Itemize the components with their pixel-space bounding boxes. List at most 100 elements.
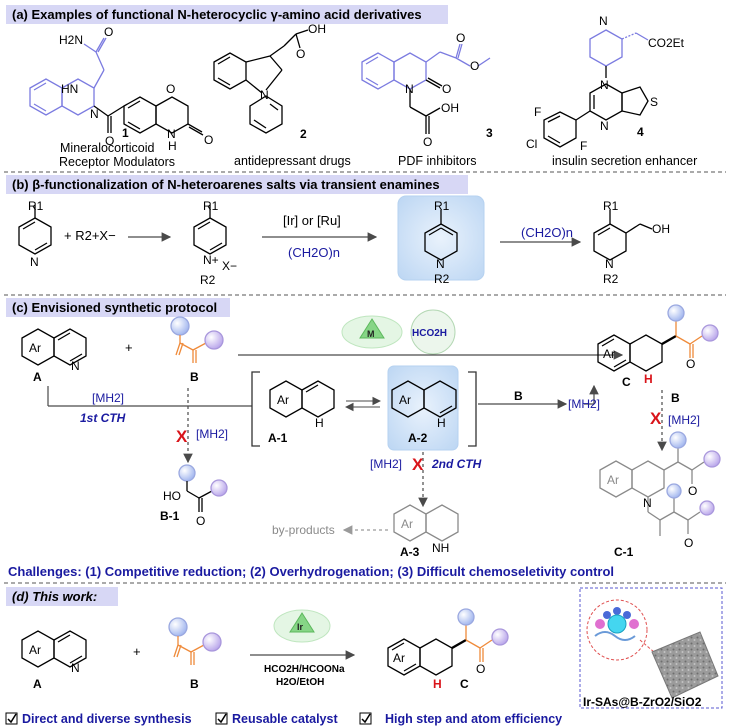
panel-c-c-ar: Ar bbox=[603, 347, 615, 361]
footer-item-2: Reusable catalyst bbox=[232, 712, 338, 726]
panel-c-c1-o2: O bbox=[684, 536, 693, 550]
panel-c-metal: M bbox=[367, 329, 375, 339]
panel-c-label-a3: A-3 bbox=[400, 545, 420, 559]
panel-b-label-r2: R2 bbox=[200, 273, 216, 287]
panel-c-label-c1: C-1 bbox=[614, 545, 634, 559]
panel-a-title: (a) Examples of functional N-heterocycli… bbox=[12, 7, 422, 22]
panel-d-catalyst-name: Ir-SAs@B-ZrO2/SiO2 bbox=[583, 695, 702, 709]
panel-c-mh2-4: [MH2] bbox=[568, 397, 600, 411]
panel-c-label-b1: B-1 bbox=[160, 509, 180, 523]
panel-c-a-ar: Ar bbox=[29, 341, 41, 355]
panel-d-catalyst-icon: Ir bbox=[273, 609, 331, 643]
panel-c-b1 bbox=[178, 464, 228, 512]
panel-b-header-bg bbox=[6, 175, 468, 194]
compound-4-atom-n: N bbox=[599, 14, 608, 28]
panel-b-label-r2-3: R2 bbox=[603, 272, 619, 286]
panel-c-label-a1: A-1 bbox=[268, 431, 288, 445]
panel-b-enamine-structure bbox=[424, 210, 458, 261]
panel-d-ketoester-b bbox=[168, 617, 222, 665]
compound-3-atom-oh: OH bbox=[441, 101, 459, 115]
check-icon bbox=[361, 713, 371, 724]
compound-3-atom-o: O bbox=[456, 31, 465, 45]
compound-3-structure bbox=[361, 43, 491, 134]
panel-c-a3-nh: NH bbox=[432, 541, 449, 555]
panel-c-c1-o: O bbox=[688, 484, 697, 498]
panel-c-h-source: HCO2H bbox=[412, 328, 447, 339]
panel-d-a-ar: Ar bbox=[29, 643, 41, 657]
panel-c-c-nh: H bbox=[644, 372, 653, 386]
compound-1-atom-o3: O bbox=[204, 133, 213, 147]
panel-d-title: (d) This work: bbox=[12, 589, 97, 604]
panel-d-product-c bbox=[387, 608, 509, 676]
checkbox-icon bbox=[5, 712, 18, 725]
panel-b-label-r1-3: R1 bbox=[434, 199, 450, 213]
panel-d-conditions-2: H2O/EtOH bbox=[276, 677, 324, 688]
panel-a: (a) Examples of functional N-heterocycli… bbox=[6, 5, 697, 169]
panel-c-a2 bbox=[391, 380, 457, 418]
panel-c-second-cth: 2nd CTH bbox=[431, 457, 482, 471]
panel-c-c-o: O bbox=[686, 357, 695, 371]
panel-b-label-oh: OH bbox=[652, 222, 670, 236]
panel-b-label-xminus: X− bbox=[222, 259, 237, 273]
compound-2-atom-oh: OH bbox=[308, 22, 326, 36]
checkbox-icon bbox=[359, 712, 372, 725]
panel-c-b1-ho: HO bbox=[163, 489, 181, 503]
compound-4-atom-n3: N bbox=[600, 119, 609, 133]
panel-c-plus: + bbox=[125, 340, 133, 355]
panel-b-enamine-highlight bbox=[397, 195, 485, 281]
compound-4-caption: insulin secretion enhancer bbox=[552, 154, 697, 168]
panel-c-c1 bbox=[599, 431, 721, 536]
panel-b-label-r1: R1 bbox=[28, 199, 44, 213]
compound-2-atom-o: O bbox=[296, 47, 305, 61]
compound-1-atom-o4: O bbox=[105, 134, 114, 148]
compound-1-atom-h: H bbox=[168, 139, 177, 153]
compound-3-number: 3 bbox=[486, 126, 493, 140]
compound-1-caption-line-2: Receptor Modulators bbox=[59, 155, 175, 169]
panel-c-byproducts: by-products bbox=[272, 523, 335, 537]
panel-d-conditions-1: HCO2H/HCOONa bbox=[264, 664, 345, 675]
panel-c-header-bg bbox=[6, 298, 230, 317]
compound-1-atom-h2n: H2N bbox=[59, 33, 83, 47]
panel-b-label-r2-2: R2 bbox=[434, 272, 450, 286]
compound-1-caption-line-1: Mineralocorticoid bbox=[60, 141, 155, 155]
panel-b-reagent: + R2+X− bbox=[64, 228, 116, 243]
compound-4-atom-co2et: CO2Et bbox=[648, 36, 685, 50]
panel-c-ketoester-b bbox=[170, 316, 224, 363]
panel-c-label-b: B bbox=[190, 370, 199, 384]
compound-4-atom-n2: N bbox=[600, 78, 609, 92]
panel-c-cross-3: X bbox=[650, 409, 662, 428]
panel-b-reagent-3: (CH2O)n bbox=[521, 225, 573, 240]
compound-4-structure bbox=[543, 29, 649, 148]
panel-c-a1 bbox=[269, 380, 335, 418]
panel-c-label-a: A bbox=[33, 370, 42, 384]
panel-c: (c) Envisioned synthetic protocol M HCO2… bbox=[6, 298, 721, 579]
panel-c-label-c: C bbox=[622, 375, 631, 389]
panel-d-header-bg bbox=[6, 587, 118, 606]
panel-d-label-b: B bbox=[190, 677, 199, 691]
compound-1-benzo-ring bbox=[29, 78, 63, 116]
compound-4-atom-s: S bbox=[650, 95, 658, 109]
panel-c-b-label-2: B bbox=[671, 391, 680, 405]
compound-4-atom-cl: Cl bbox=[526, 137, 537, 151]
panel-c-title: (c) Envisioned synthetic protocol bbox=[12, 300, 217, 315]
compound-3-atom-o2: O bbox=[470, 59, 479, 73]
panel-d-catalyst-illustration bbox=[586, 599, 719, 699]
compound-2-atom-n: N bbox=[260, 88, 269, 102]
panel-c-a3 bbox=[393, 504, 459, 542]
panel-c-a1-ar: Ar bbox=[277, 393, 289, 407]
panel-a-header-bg bbox=[6, 5, 448, 24]
panel-c-b1-o: O bbox=[196, 514, 205, 528]
panel-c-a3-ar: Ar bbox=[401, 517, 413, 531]
panel-b-label-n-2: N bbox=[436, 257, 445, 271]
panel-d-a-n: N bbox=[71, 661, 80, 675]
panel-c-mh2-3: [MH2] bbox=[370, 457, 402, 471]
compound-2-structure bbox=[213, 29, 309, 134]
compound-1-atom-o2: O bbox=[166, 82, 175, 96]
compound-3-atom-o3: O bbox=[442, 82, 451, 96]
panel-c-label-a2: A-2 bbox=[408, 431, 428, 445]
panel-b: (b) β-functionalization of N-heteroarene… bbox=[6, 175, 670, 287]
compound-3-atom-o4: O bbox=[423, 135, 432, 149]
compound-1-atom-o: O bbox=[104, 25, 113, 39]
compound-1-number: 1 bbox=[122, 126, 129, 140]
panel-b-label-n-3: N bbox=[605, 257, 614, 271]
